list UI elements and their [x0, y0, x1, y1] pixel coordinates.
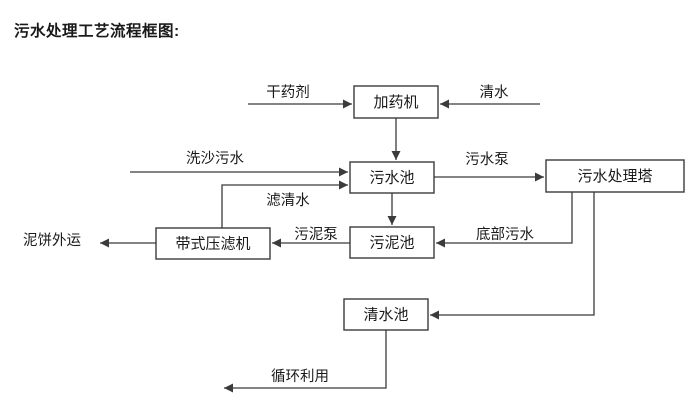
arrow-head-icon [387, 216, 397, 225]
arrow-head-icon [440, 99, 449, 109]
arrow-head-icon [339, 167, 348, 177]
edge-dosing-to-sewage-pool [391, 118, 401, 160]
edge-label-recycle_use: 循环利用 [271, 368, 329, 385]
node-belt_press[interactable]: 带式压滤机 [155, 227, 271, 260]
arrow-head-icon [272, 238, 281, 248]
node-dosing[interactable]: 加药机 [353, 85, 439, 119]
edge-clear-pool-recycle [224, 330, 387, 393]
arrow-head-icon [343, 99, 352, 109]
edge-tower-to-clear-pool [430, 192, 595, 320]
edge-clean-water-to-dosing [440, 99, 540, 109]
node-box [545, 159, 685, 193]
node-sewage_pool[interactable]: 污水池 [349, 161, 435, 194]
edge-sand-sewage-to-sewage-pool [130, 167, 348, 177]
edge-label-sludge_pump: 污泥泵 [294, 226, 338, 243]
node-sludge_pool[interactable]: 污泥池 [349, 226, 435, 259]
node-treat_tower[interactable]: 污水处理塔 [545, 159, 685, 193]
edge-sludge-pool-to-belt-press [272, 238, 350, 248]
arrow-head-icon [339, 180, 348, 190]
edge-sewage-pool-to-tower [434, 172, 544, 182]
edge-belt-press-to-mud-cake [100, 238, 156, 248]
arrow-head-icon [224, 383, 233, 393]
node-label: 加药机 [373, 94, 418, 111]
node-label: 污水处理塔 [577, 168, 652, 185]
node-label: 带式压滤机 [175, 235, 250, 252]
edge-tower-to-sludge-pool [436, 192, 573, 248]
edge-path [224, 330, 387, 389]
node-box [343, 298, 429, 331]
node-box [155, 227, 271, 260]
node-label: 污水池 [369, 169, 414, 186]
arrow-head-icon [436, 238, 445, 248]
edge-filtrate-to-sewage-pool [221, 180, 348, 228]
node-label: 污泥池 [369, 234, 414, 251]
arrow-head-icon [100, 238, 109, 248]
edge-path [221, 184, 348, 228]
arrow-head-icon [391, 151, 401, 160]
node-box [349, 226, 435, 259]
edge-label-bottom_sewage: 底部污水 [476, 226, 534, 243]
edge-label-clean_water: 清水 [480, 84, 509, 101]
edge-label-sewage_pump: 污水泵 [465, 151, 509, 168]
edge-path [436, 192, 573, 244]
edge-label-sand_sewage: 洗沙污水 [186, 150, 244, 167]
edge-sewage-pool-to-sludge-pool [387, 193, 397, 225]
edge-label-mud_cake_out: 泥饼外运 [23, 232, 81, 249]
arrow-head-icon [535, 172, 544, 182]
page-title: 污水处理工艺流程框图: [14, 23, 180, 40]
edge-label-dry_agent: 干药剂 [266, 84, 310, 101]
edge-path [430, 192, 595, 316]
edges-layer [100, 99, 595, 393]
edge-label-filtrate: 滤清水 [266, 192, 310, 209]
arrow-head-icon [430, 310, 439, 320]
node-clear_pool[interactable]: 清水池 [343, 298, 429, 331]
node-box [349, 161, 435, 194]
node-label: 清水池 [363, 306, 408, 323]
edge-dry-agent-to-dosing [248, 99, 352, 109]
node-box [353, 85, 439, 119]
